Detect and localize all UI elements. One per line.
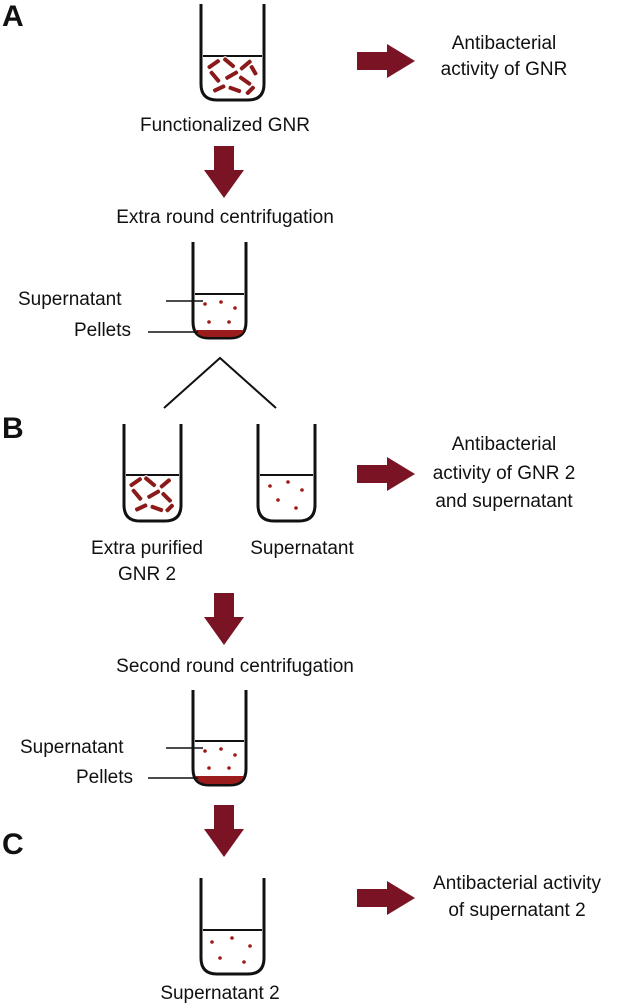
tube-label-extra-purified-line1: Extra purified bbox=[91, 538, 203, 559]
tube-label-supernatant-2: Supernatant 2 bbox=[160, 983, 280, 1004]
tube-extra-purified-gnr2 bbox=[122, 424, 183, 523]
result-b-line2: activity of GNR 2 bbox=[432, 463, 576, 484]
gold-nanorods-2 bbox=[128, 475, 176, 514]
supernatant-dots bbox=[203, 300, 237, 324]
tube-label-supernatant-b: Supernatant bbox=[250, 538, 354, 559]
panel-label-b: B bbox=[2, 412, 24, 445]
result-c-line2: of supernatant 2 bbox=[448, 900, 586, 921]
label-supernatant-1: Supernatant bbox=[18, 289, 122, 310]
tube-functionalized-gnr bbox=[199, 4, 266, 102]
supernatant-dots-2 bbox=[203, 747, 237, 770]
result-b-line1: Antibacterial bbox=[451, 434, 557, 455]
supernatant-dots-b bbox=[268, 480, 304, 510]
process-extra-centrifugation: Extra round centrifugation bbox=[116, 207, 334, 228]
arrow-down-c bbox=[204, 805, 244, 857]
result-a-line2: activity of GNR bbox=[440, 59, 568, 80]
result-a-line1: Antibacterial bbox=[451, 33, 557, 54]
tube-centrifuged-1 bbox=[191, 242, 248, 340]
label-pellets-2: Pellets bbox=[76, 767, 134, 788]
process-second-centrifugation: Second round centrifugation bbox=[116, 656, 354, 677]
tube-centrifuged-2 bbox=[191, 690, 248, 787]
panel-label-a: A bbox=[2, 0, 24, 33]
label-supernatant-2: Supernatant bbox=[20, 737, 124, 758]
arrow-down-b bbox=[204, 593, 244, 645]
split-lines bbox=[163, 356, 277, 409]
result-c-line1: Antibacterial activity bbox=[433, 873, 601, 894]
supernatant-dots-c bbox=[210, 936, 252, 964]
panel-label-c: C bbox=[2, 828, 24, 861]
pellet-2 bbox=[195, 776, 244, 784]
pellet bbox=[195, 330, 244, 337]
arrow-down-a bbox=[204, 146, 244, 198]
tube-supernatant-2 bbox=[199, 878, 266, 976]
gold-nanorods bbox=[206, 56, 259, 97]
label-pellets-1: Pellets bbox=[74, 320, 132, 341]
tube-label-extra-purified-line2: GNR 2 bbox=[117, 564, 177, 585]
result-b-line3: and supernatant bbox=[435, 491, 573, 512]
tube-label-functionalized-gnr: Functionalized GNR bbox=[139, 115, 311, 136]
tube-supernatant-b bbox=[256, 424, 317, 523]
